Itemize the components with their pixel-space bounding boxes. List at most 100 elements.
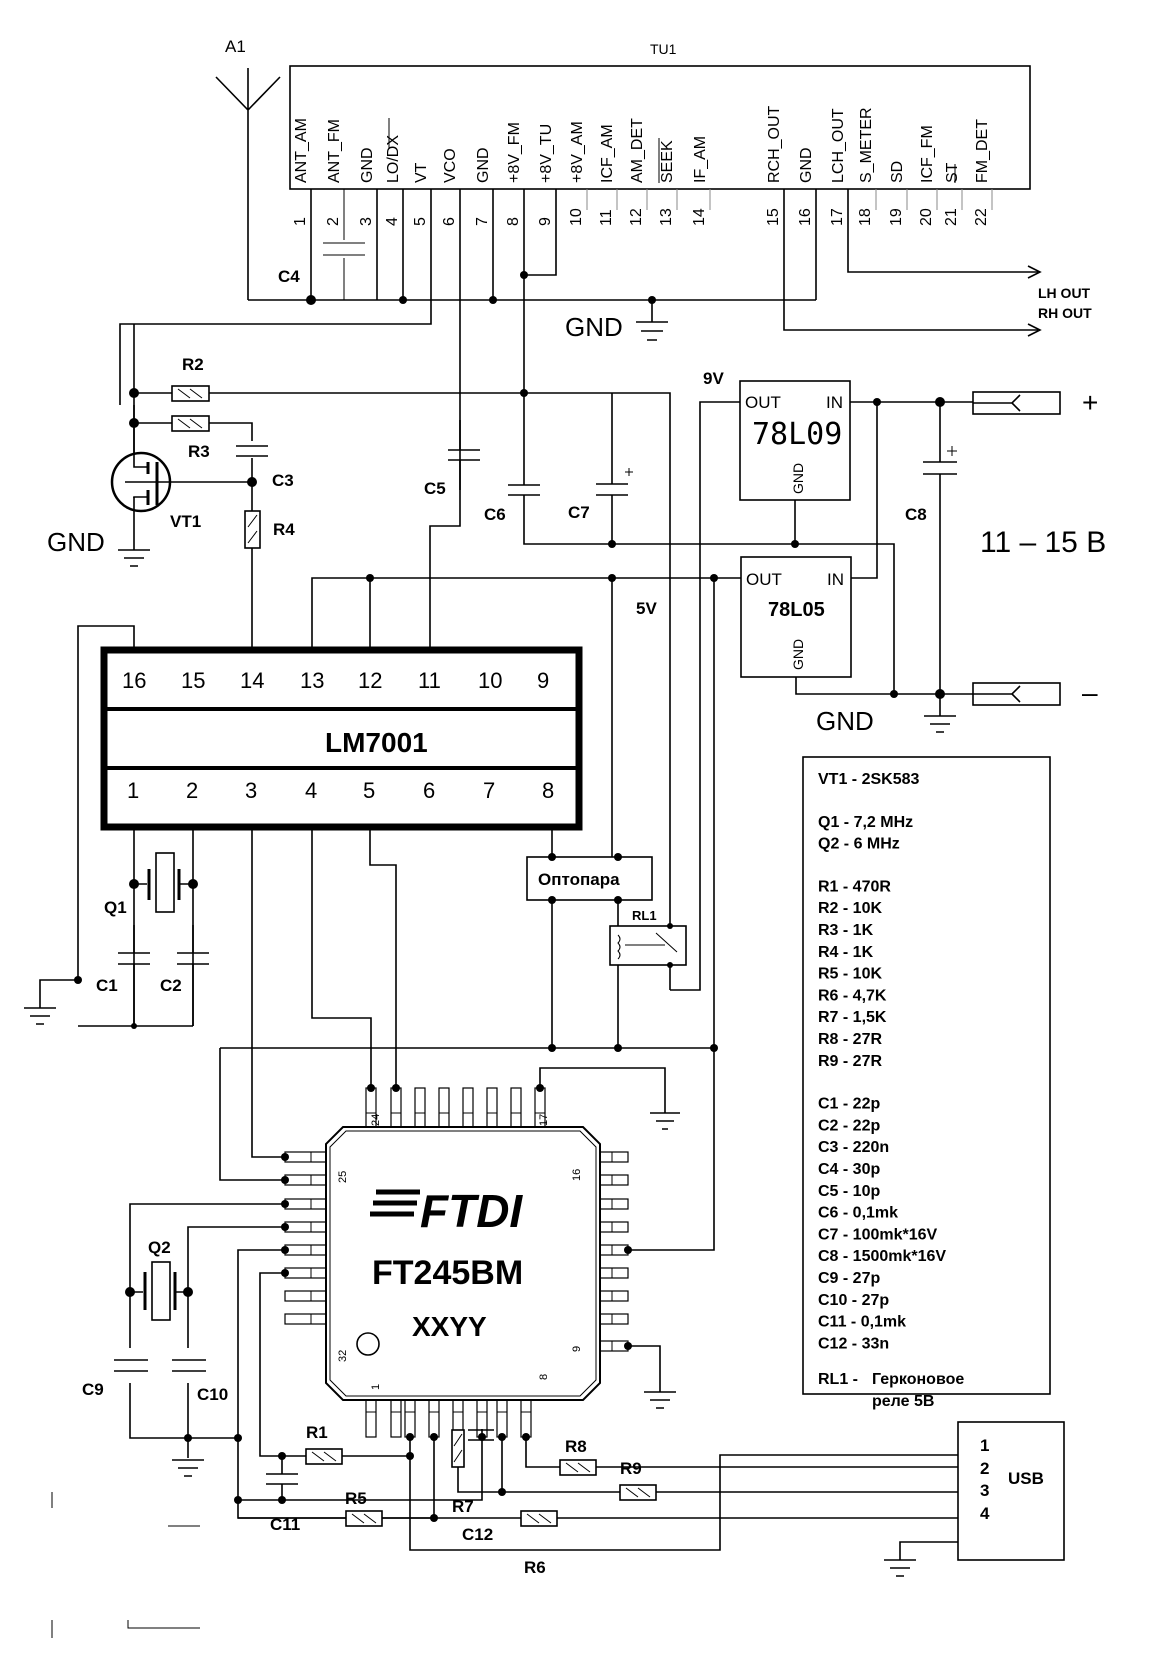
lm7001-top-pin: 15	[181, 668, 205, 693]
bom-line: Q1 - 7,2 MHz	[818, 814, 913, 831]
gnd-label-vt1: GND	[47, 527, 105, 557]
bom-line: R3 - 1K	[818, 922, 874, 939]
tuner-pin-name: S_METER	[858, 107, 875, 183]
ftdi-pin1: 1	[370, 1384, 382, 1390]
c9-label: C9	[82, 1380, 104, 1399]
ftdi-left-pin	[284, 1290, 327, 1302]
tuner-pin-name: LCH_OUT	[830, 108, 847, 183]
lm7001-bottom-pin: 2	[186, 778, 198, 803]
tuner-pin-number: 2	[325, 217, 342, 226]
bom-line: C10 - 27p	[818, 1292, 889, 1309]
tuner-pin-number: 18	[857, 208, 874, 226]
78l05-out: OUT	[746, 570, 782, 589]
antenna: A1	[215, 37, 281, 300]
lm7001-top-pin: 11	[418, 668, 441, 693]
plus-connector[interactable]	[972, 391, 1061, 415]
antenna-icon	[215, 68, 281, 300]
bom-line: C12 - 33n	[818, 1335, 889, 1352]
tuner-pin-number: 17	[829, 208, 846, 226]
usb-side-network: R1 C11 R5 R6 R7 C12 R9 R8	[234, 1423, 958, 1577]
usb-connector[interactable]: 1 2 3 4 USB	[957, 1421, 1065, 1561]
tuner-pin-name: SD	[889, 161, 906, 183]
ftdi-date-code: XXYY	[412, 1311, 487, 1342]
ftdi-right-pin	[599, 1244, 629, 1256]
r4-label: R4	[273, 520, 295, 539]
r6-resistor	[520, 1510, 558, 1527]
q2-label: Q2	[148, 1238, 171, 1257]
lm7001-top-pin: 12	[358, 668, 382, 693]
bom-relay-ref: RL1 -	[818, 1371, 858, 1388]
ftdi-right-pin	[599, 1198, 629, 1210]
ftdi-top-pin	[486, 1087, 498, 1128]
ftdi-right-pin	[599, 1151, 629, 1163]
r9-resistor	[619, 1484, 657, 1501]
minus-connector[interactable]	[972, 682, 1061, 706]
r2-label: R2	[182, 355, 204, 374]
vt1-label: VT1	[170, 512, 201, 531]
rail-9v-label: 9V	[703, 369, 724, 388]
tuner-pin-name: +8V_TU	[538, 124, 555, 183]
c11-label: C11	[270, 1515, 300, 1534]
optocoupler-label: Оптопара	[538, 870, 620, 889]
usb-body	[957, 1421, 1065, 1561]
tuner-wiring: C4 LH OUT RH OUT GND	[119, 189, 1092, 490]
q2-crystal-icon	[151, 1261, 171, 1321]
ftdi-pin32: 32	[337, 1350, 349, 1362]
r6-label: R6	[524, 1558, 546, 1577]
ftdi-pin17: 17	[538, 1114, 550, 1126]
optocoupler-body	[526, 856, 653, 901]
c1-label: C1	[96, 976, 118, 995]
tuner-pin-name: +8V_FM	[506, 122, 523, 183]
78l05-gnd: GND	[790, 639, 806, 670]
c10-label: C10	[197, 1385, 228, 1404]
tuner-pin-number: 4	[384, 217, 401, 226]
tuner-pin-number: 12	[628, 208, 645, 226]
ftdi-left-pin	[284, 1267, 327, 1279]
tuner-pin-number: 16	[797, 208, 814, 226]
tuner-pin-number: 13	[658, 208, 675, 226]
bom-line: R7 - 1,5K	[818, 1009, 887, 1026]
r2-resistor	[171, 385, 210, 402]
bom-line: C8 - 1500mk*16V	[818, 1248, 946, 1265]
r3-label: R3	[188, 442, 210, 461]
ftdi-top-pin	[414, 1087, 426, 1128]
plus-terminal-label: +	[1082, 387, 1098, 418]
bom-relay-desc-1: Герконовое	[872, 1371, 964, 1388]
bom-line: R8 - 27R	[818, 1031, 882, 1048]
tuner-pin-number: 9	[537, 217, 554, 226]
stray-marks	[51, 1492, 200, 1638]
lm7001-bottom-pin: 8	[542, 778, 554, 803]
ftdi-left-pin	[284, 1198, 327, 1210]
gnd-label-power: GND	[816, 706, 874, 736]
r8-label: R8	[565, 1437, 587, 1456]
tuner-pin-name: FM_DET	[974, 119, 991, 183]
tuner-pin-name: GND	[359, 147, 376, 183]
lm7001-top-pin: 16	[122, 668, 146, 693]
r7-label: R7	[452, 1497, 474, 1516]
tuner-ref: TU1	[650, 41, 677, 57]
ftdi-part-number: FT245BM	[372, 1254, 523, 1292]
bom-line: C11 - 0,1mk	[818, 1314, 906, 1331]
r3-resistor	[171, 415, 210, 432]
tuner-pin-name: RCH_OUT	[766, 105, 783, 183]
power-input: C8 + – 11 – 15 В	[905, 387, 1106, 708]
tuner-pin-number: 7	[474, 217, 491, 226]
c6-label: C6	[484, 505, 506, 524]
tuner-pin-name: ANT_AM	[293, 118, 310, 183]
minus-terminal-label: –	[1082, 677, 1098, 708]
ftdi-left-pin	[284, 1313, 327, 1325]
78l05-name: 78L05	[768, 599, 825, 621]
lm7001-top-pin: 14	[240, 668, 264, 693]
tuner-pin-number: 8	[505, 217, 522, 226]
regulator-78l09: 9V OUT IN 78L09 GND	[670, 369, 1003, 991]
antenna-label: A1	[225, 37, 246, 56]
78l09-in: IN	[826, 393, 843, 412]
tuner-pin-name: ICF_AM	[599, 124, 616, 183]
ft245bm-chip: FTDI FT245BM XXYY 24 17 25 16 32 9 1 8	[281, 1084, 676, 1441]
bom-line: C5 - 10p	[818, 1183, 880, 1200]
78l05-in: IN	[827, 570, 844, 589]
pin1-marker-icon	[356, 1332, 380, 1356]
ftdi-pin8: 8	[538, 1374, 550, 1380]
ftdi-bottom-pin	[390, 1399, 402, 1438]
lm7001-bottom-pin: 1	[127, 778, 139, 803]
